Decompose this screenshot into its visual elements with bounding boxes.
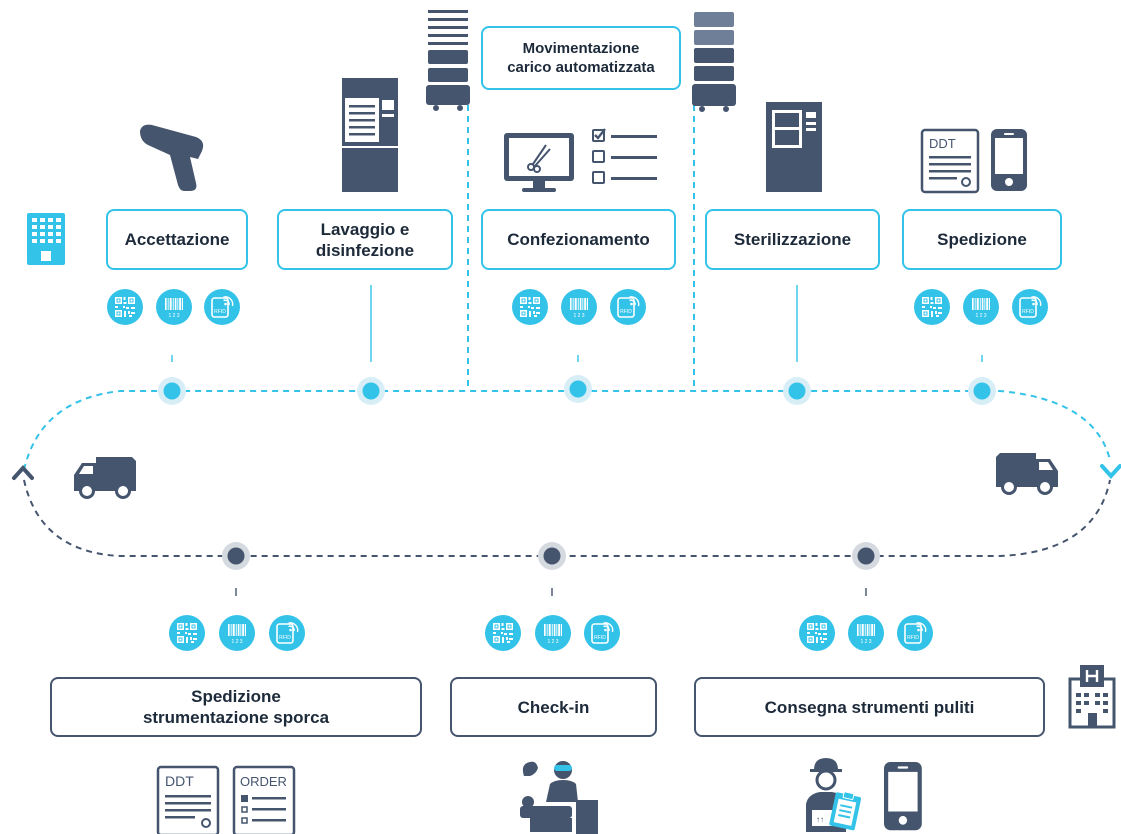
barcode-digits: 1 2 3 [547, 639, 558, 645]
top-connectors [171, 285, 983, 362]
building-icon [27, 213, 65, 265]
stage-check-in: Check-in [450, 677, 657, 737]
barcode-icon [963, 289, 999, 325]
barcode-scanner-icon [140, 124, 204, 191]
bottom-nodes [222, 542, 880, 570]
top-nodes [158, 375, 996, 405]
automation-label-line-1: Movimentazione [522, 40, 640, 57]
top-route-line [23, 390, 1111, 471]
ddt-document-icon: DDT [920, 128, 980, 194]
automation-label-line-2: carico automatizzata [507, 59, 655, 76]
qr-code-icon [485, 615, 521, 651]
badge-group-check-in: 1 2 3 RFID [485, 614, 621, 652]
badge-group-accettazione: 1 2 3 RFID [107, 288, 241, 326]
smartphone-icon [991, 129, 1027, 191]
ddt-document-icon: DDT [156, 765, 220, 834]
van-icon [994, 451, 1060, 495]
rfid-label: RFID [594, 635, 606, 641]
ddt-label: DDT [165, 773, 194, 789]
badge-group-consegna: 1 2 3 RFID [799, 614, 934, 652]
smartphone-icon [884, 762, 922, 831]
barcode-icon [561, 289, 597, 325]
stage-label: Accettazione [124, 230, 230, 249]
stage-label-line-2: disinfezione [315, 240, 415, 260]
rfid-icon [203, 288, 241, 326]
stage-label: Check-in [517, 697, 590, 717]
rfid-label: RFID [214, 309, 226, 315]
svg-text:↑↑: ↑↑ [816, 815, 824, 824]
barcode-digits: 1 2 3 [975, 313, 986, 319]
barcode-icon [535, 615, 571, 651]
chevron-down-icon [1100, 464, 1121, 479]
badge-group-spedizione-sporca: 1 2 3 RFID [169, 614, 306, 652]
badge-group-spedizione: 1 2 3 RFID [914, 288, 1049, 326]
shelf-stack-icon [692, 12, 736, 112]
automation-box: Movimentazione carico automatizzata [481, 26, 681, 90]
qr-code-icon [512, 289, 548, 325]
bottom-connectors [235, 588, 867, 596]
stage-label: Spedizione [937, 230, 1027, 249]
courier-clipboard-icon: ↑↑ [806, 758, 862, 832]
chevron-up-icon [12, 465, 34, 480]
rfid-label: RFID [279, 635, 291, 641]
stage-label: Confezionamento [507, 230, 650, 249]
rfid-label: RFID [620, 309, 632, 315]
qr-code-icon [799, 615, 835, 651]
stage-spedizione-sporca: Spedizione strumentazione sporca [50, 677, 422, 737]
qr-code-icon [914, 289, 950, 325]
rfid-icon [896, 614, 934, 652]
stage-label-line-1: Lavaggio e [320, 219, 410, 239]
checklist-icon [592, 128, 657, 184]
barcode-icon [848, 615, 884, 651]
barcode-digits: 1 2 3 [860, 639, 871, 645]
stage-label: Sterilizzazione [733, 230, 852, 249]
barcode-icon [219, 615, 255, 651]
barcode-digits: 1 2 3 [231, 639, 242, 645]
sterilizer-icon [766, 102, 822, 192]
stage-lavaggio: Lavaggio e disinfezione [277, 209, 453, 270]
order-label: ORDER [240, 774, 287, 789]
rfid-icon [1011, 288, 1049, 326]
bottom-route-line [23, 479, 1111, 557]
stage-consegna: Consegna strumenti puliti [694, 677, 1045, 737]
badge-group-confezionamento: 1 2 3 RFID [512, 288, 647, 326]
rfid-icon [583, 614, 621, 652]
stage-sterilizzazione: Sterilizzazione [705, 209, 880, 270]
order-document-icon: ORDER [232, 765, 296, 834]
washer-disinfector-icon [342, 78, 398, 192]
ddt-label: DDT [929, 136, 956, 151]
barcode-icon [156, 289, 192, 325]
shelf-stack-icon [426, 10, 470, 111]
stage-label-line-1: Spedizione [191, 687, 281, 706]
qr-code-icon [107, 289, 143, 325]
stage-spedizione: Spedizione [902, 209, 1062, 270]
van-icon [72, 455, 138, 499]
rfid-label: RFID [907, 635, 919, 641]
stage-confezionamento: Confezionamento [481, 209, 676, 270]
stage-label: Consegna strumenti puliti [764, 697, 975, 717]
rfid-icon [609, 288, 647, 326]
stage-label-line-2: strumentazione sporca [142, 708, 330, 727]
qr-code-icon [169, 615, 205, 651]
rfid-icon [268, 614, 306, 652]
rfid-label: RFID [1022, 309, 1034, 315]
barcode-digits: 1 2 3 [573, 313, 584, 319]
surgeon-patient-icon [520, 761, 598, 834]
stage-accettazione: Accettazione [106, 209, 248, 270]
monitor-instruments-icon [504, 133, 574, 192]
barcode-digits: 1 2 3 [168, 313, 179, 319]
hospital-icon [1068, 665, 1116, 729]
